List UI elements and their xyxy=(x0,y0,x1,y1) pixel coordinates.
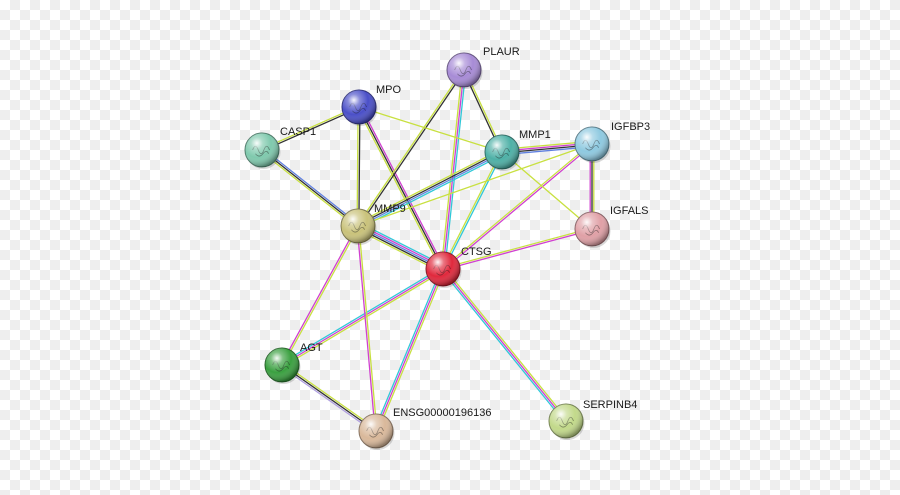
edge-line-yellow_green xyxy=(282,225,360,367)
node-label: MMP1 xyxy=(519,129,551,141)
node-label: MPO xyxy=(376,84,402,96)
edge-mpo-mmp1 xyxy=(358,106,503,153)
edge-line-yellow_green xyxy=(441,150,502,270)
node-highlight xyxy=(575,127,609,161)
edge-line-cyan xyxy=(358,153,504,230)
node-mmp9[interactable]: MMP9 xyxy=(340,203,406,245)
edge-mmp9-plaur xyxy=(356,68,466,228)
edge-line-black xyxy=(356,150,503,226)
edge-line-cyan xyxy=(440,269,566,423)
edge-line-yellow_green xyxy=(260,150,358,229)
edge-mmp9-igfbp3 xyxy=(357,143,593,227)
edge-line-yellow_green xyxy=(358,106,503,153)
node-igfals[interactable]: IGFALS xyxy=(574,205,649,248)
node-label: CASP1 xyxy=(280,126,316,138)
node-casp1[interactable]: CASP1 xyxy=(244,126,316,169)
edge-line-yellow_green xyxy=(442,227,593,269)
edge-line-lavender xyxy=(280,365,376,434)
edge-agt-ensg00000196136 xyxy=(280,362,378,434)
node-highlight xyxy=(575,212,609,246)
edges-layer xyxy=(260,68,595,434)
edge-line-magenta xyxy=(359,105,446,269)
edge-line-black xyxy=(281,364,377,432)
node-serpinb4[interactable]: SERPINB4 xyxy=(548,399,637,440)
node-label: ENSG00000196136 xyxy=(393,407,491,419)
edge-line-yellow_green xyxy=(282,362,378,431)
node-highlight xyxy=(426,252,460,286)
edge-ctsg-agt xyxy=(280,266,445,368)
node-highlight xyxy=(447,53,481,87)
edge-line-yellow_green xyxy=(356,107,443,271)
edge-line-cyan xyxy=(444,69,467,270)
node-highlight xyxy=(341,209,375,243)
edge-line-yellow_green xyxy=(356,106,359,227)
node-label: MMP9 xyxy=(374,203,406,215)
edge-line-magenta xyxy=(442,229,593,271)
node-label: AGT xyxy=(300,342,323,354)
node-label: IGFBP3 xyxy=(611,121,650,133)
edge-line-black xyxy=(358,106,361,227)
node-mmp1[interactable]: MMP1 xyxy=(484,129,551,171)
edge-line-magenta xyxy=(442,144,594,271)
node-plaur[interactable]: PLAUR xyxy=(446,46,520,89)
edge-line-magenta xyxy=(442,69,465,270)
edge-line-yellow_green xyxy=(356,148,502,225)
node-mpo[interactable]: MPO xyxy=(341,84,402,126)
edge-line-magenta xyxy=(356,225,376,432)
edge-line-yellow_green xyxy=(282,269,445,368)
edge-mmp9-ensg00000196136 xyxy=(356,225,378,432)
node-label: CTSG xyxy=(461,246,492,258)
edge-ctsg-igfbp3 xyxy=(441,142,594,271)
edge-line-cyan xyxy=(280,266,443,365)
edge-line-cyan xyxy=(443,151,504,271)
edge-line-yellow_green xyxy=(440,69,463,270)
node-label: PLAUR xyxy=(483,46,520,58)
edge-line-magenta xyxy=(281,268,444,366)
edge-line-yellow_green xyxy=(443,267,569,421)
edge-line-yellow_green xyxy=(377,269,446,433)
edge-line-yellow_green xyxy=(358,225,378,432)
edge-line-magenta xyxy=(375,268,444,432)
edge-line-blue xyxy=(357,152,504,228)
node-label: SERPINB4 xyxy=(583,399,637,411)
edge-line-yellow_green xyxy=(260,105,360,150)
edge-line-magenta xyxy=(280,224,358,366)
node-highlight xyxy=(549,404,583,438)
node-igfbp3[interactable]: IGFBP3 xyxy=(574,121,650,163)
edge-line-black xyxy=(358,106,444,270)
node-highlight xyxy=(265,348,299,382)
edge-line-yellow_green xyxy=(356,68,464,227)
edge-line-black xyxy=(261,149,359,227)
node-highlight xyxy=(245,133,279,167)
edge-line-cyan xyxy=(373,267,442,431)
edge-line-black xyxy=(261,107,361,152)
node-ctsg[interactable]: CTSG xyxy=(425,246,492,288)
edge-mmp9-agt xyxy=(280,224,360,367)
node-highlight xyxy=(342,90,376,124)
edge-mmp9-casp1 xyxy=(260,147,360,229)
node-agt[interactable]: AGT xyxy=(264,342,323,384)
edge-mmp9-mpo xyxy=(356,106,361,227)
node-highlight xyxy=(485,135,519,169)
edge-line-yellow_green xyxy=(441,142,593,269)
edge-ctsg-mmp1 xyxy=(441,150,504,271)
edge-ctsg-igfals xyxy=(442,227,593,271)
edge-ctsg-mpo xyxy=(356,105,446,271)
edge-line-black xyxy=(358,69,466,228)
node-highlight xyxy=(359,414,393,448)
edge-ctsg-serpinb4 xyxy=(440,267,569,423)
edge-line-yellow_green xyxy=(357,143,593,227)
node-label: IGFALS xyxy=(610,205,649,217)
edge-casp1-mpo xyxy=(260,105,361,152)
edge-line-magenta xyxy=(442,268,567,422)
edge-line-blue xyxy=(262,147,360,226)
edge-line-yellow_green xyxy=(501,151,593,230)
edge-ctsg-ensg00000196136 xyxy=(373,267,446,433)
node-ensg00000196136[interactable]: ENSG00000196136 xyxy=(358,407,491,450)
edge-mmp9-mmp1 xyxy=(356,148,504,230)
edge-ctsg-plaur xyxy=(440,69,467,270)
edge-mmp1-igfals xyxy=(501,151,593,230)
